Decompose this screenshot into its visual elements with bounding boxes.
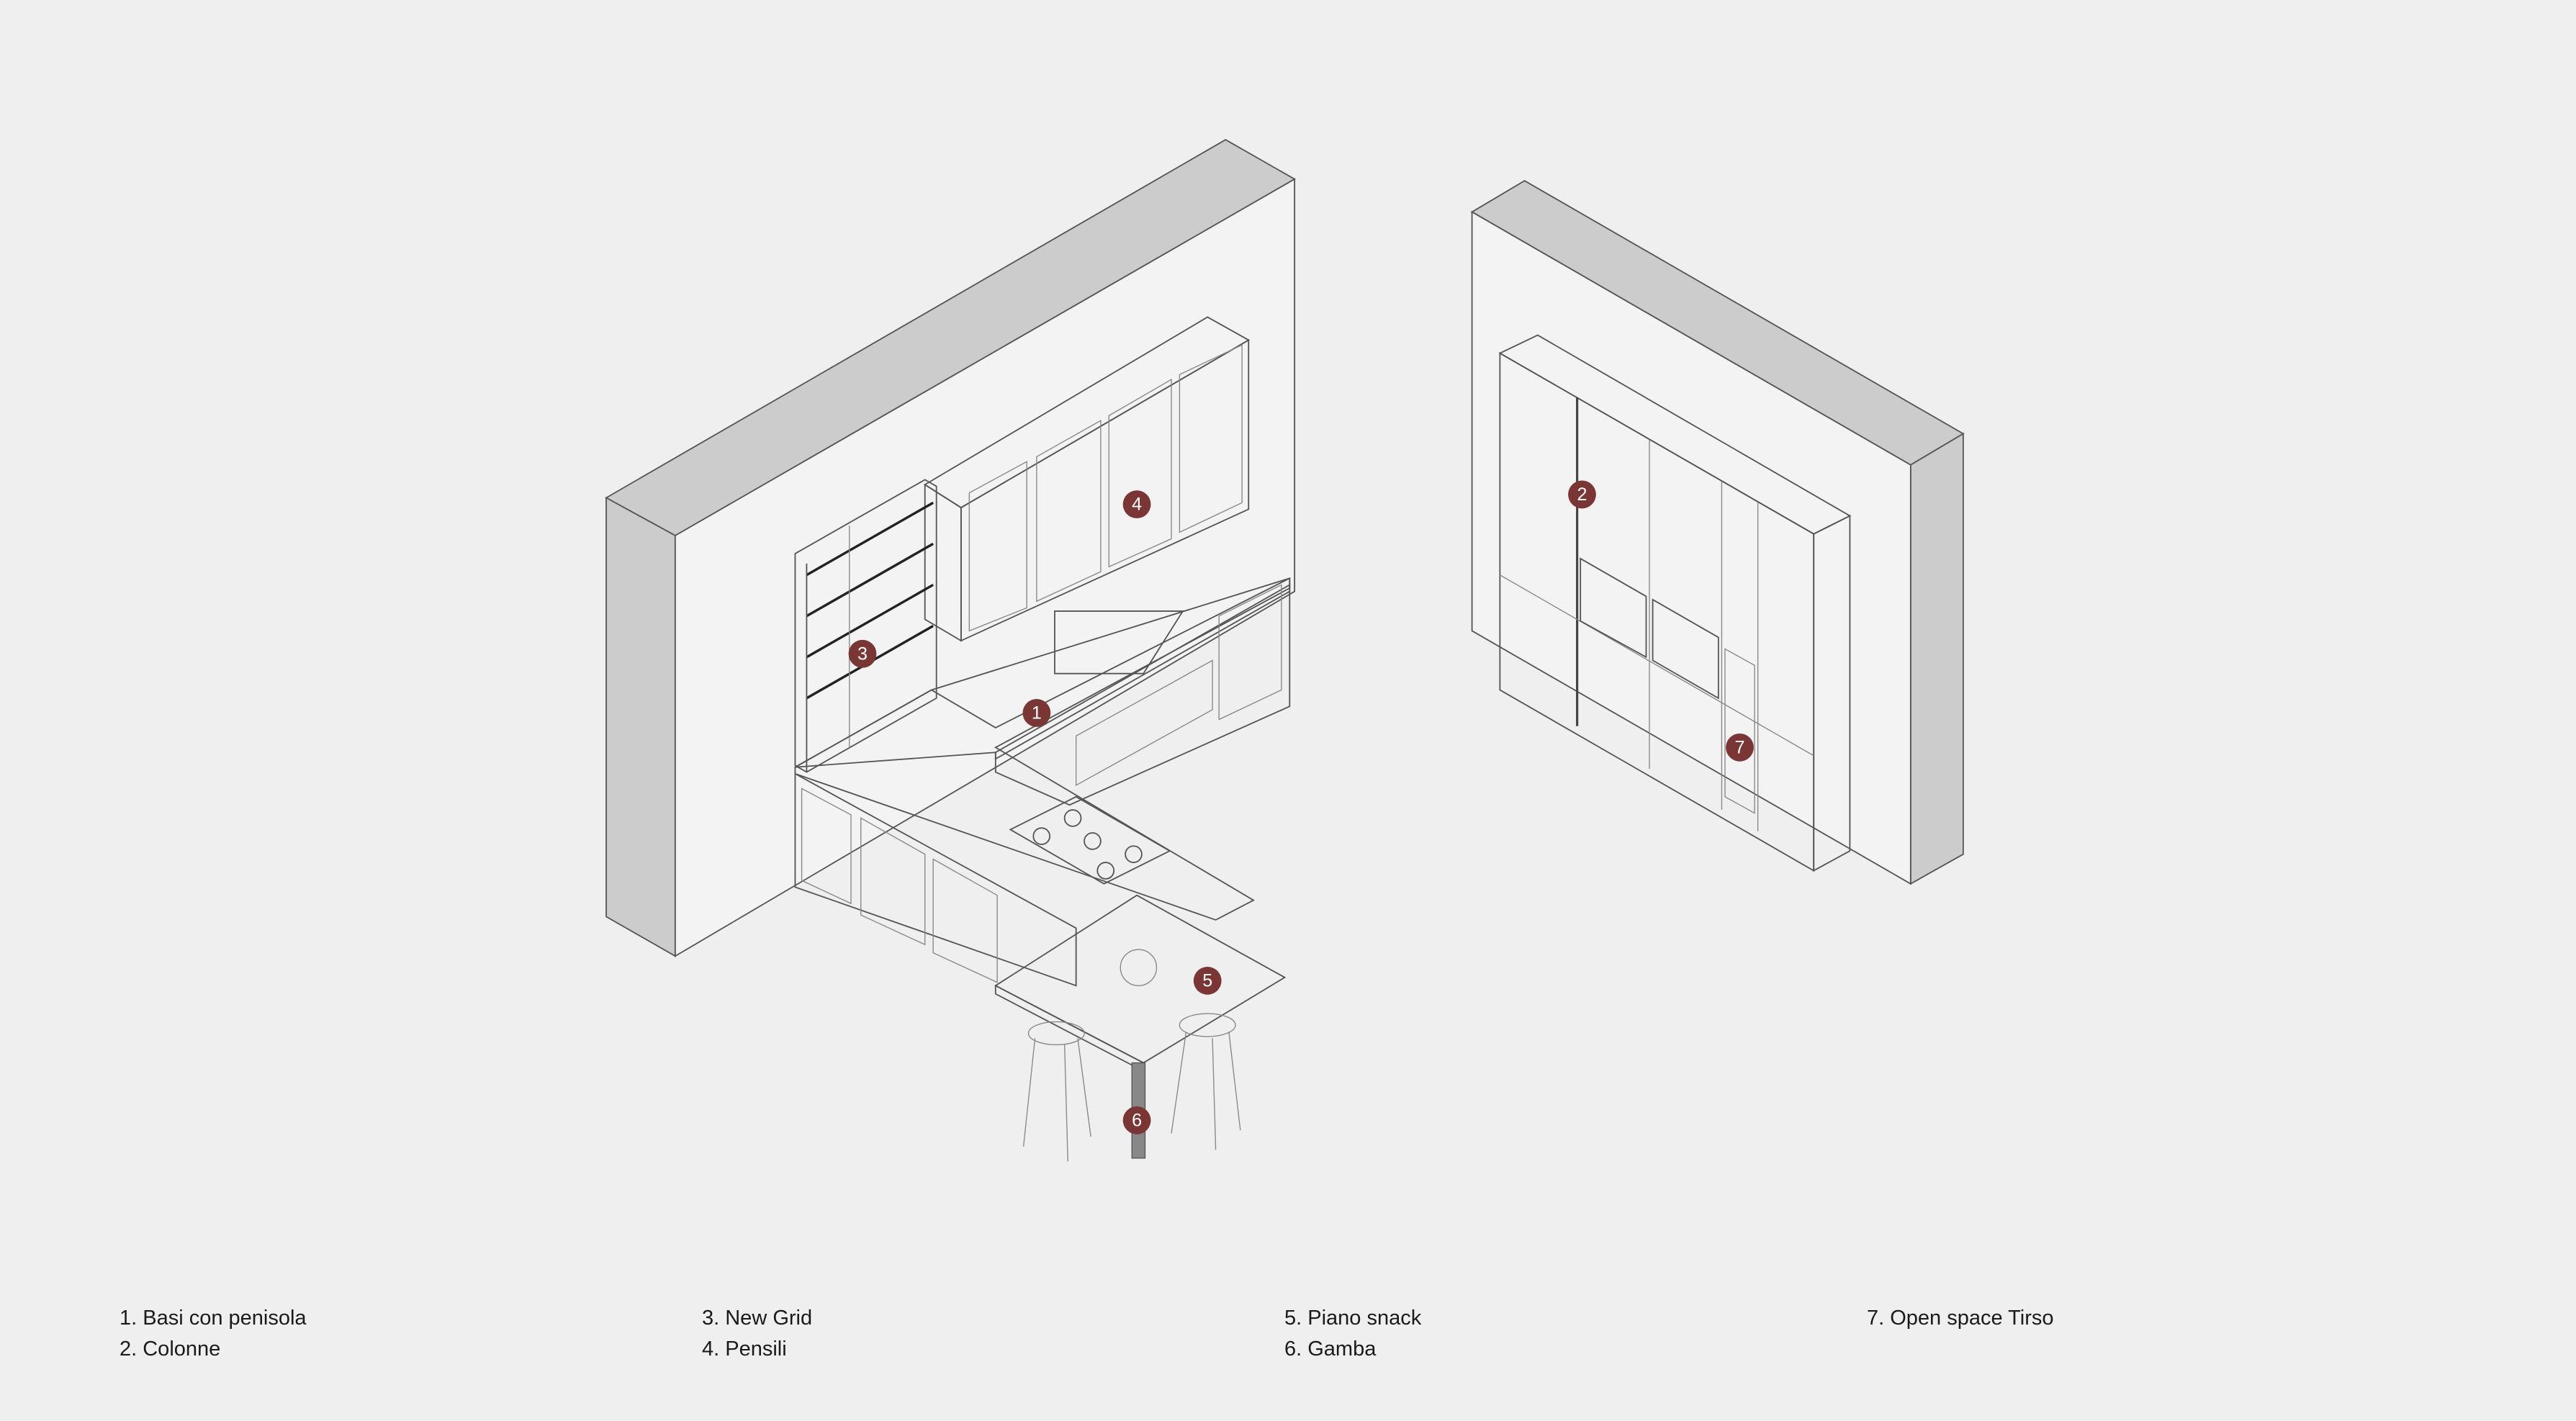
open-shelving — [794, 479, 937, 773]
svg-text:5: 5 — [1202, 970, 1212, 991]
svg-text:7: 7 — [1735, 737, 1745, 757]
legend-item: 2. Colonne — [120, 1337, 221, 1361]
marker-5[interactable]: 5 — [1193, 966, 1222, 995]
marker-3[interactable]: 3 — [848, 639, 877, 668]
marker-2[interactable]: 2 — [1568, 480, 1596, 509]
svg-text:4: 4 — [1132, 495, 1142, 515]
svg-text:6: 6 — [1132, 1110, 1142, 1130]
wall-cabinets — [923, 316, 1251, 642]
right-wall — [1470, 180, 1965, 885]
marker-7[interactable]: 7 — [1726, 733, 1754, 762]
tall-columns — [1498, 334, 1852, 872]
legend-column-3: 5. Piano snack 6. Gamba — [1284, 1303, 1421, 1365]
left-wall — [605, 138, 1296, 957]
legend-column-2: 3. New Grid 4. Pensili — [702, 1303, 812, 1365]
legend-item: 7. Open space Tirso — [1867, 1307, 2054, 1330]
legend-item: 4. Pensili — [702, 1337, 787, 1361]
marker-6[interactable]: 6 — [1122, 1106, 1151, 1134]
base-cabinets — [794, 577, 1291, 987]
svg-text:3: 3 — [857, 644, 868, 664]
legend-column-1: 1. Basi con penisola 2. Colonne — [120, 1303, 307, 1365]
legend-item: 1. Basi con penisola — [120, 1307, 307, 1330]
svg-text:1: 1 — [1032, 703, 1042, 723]
legend-item: 6. Gamba — [1284, 1337, 1377, 1361]
marker-4[interactable]: 4 — [1122, 490, 1151, 519]
legend-item: 3. New Grid — [702, 1307, 813, 1330]
svg-text:2: 2 — [1577, 484, 1587, 505]
marker-1[interactable]: 1 — [1022, 699, 1051, 727]
legend-item: 5. Piano snack — [1284, 1307, 1422, 1330]
legend-column-4: 7. Open space Tirso — [1867, 1303, 2054, 1334]
